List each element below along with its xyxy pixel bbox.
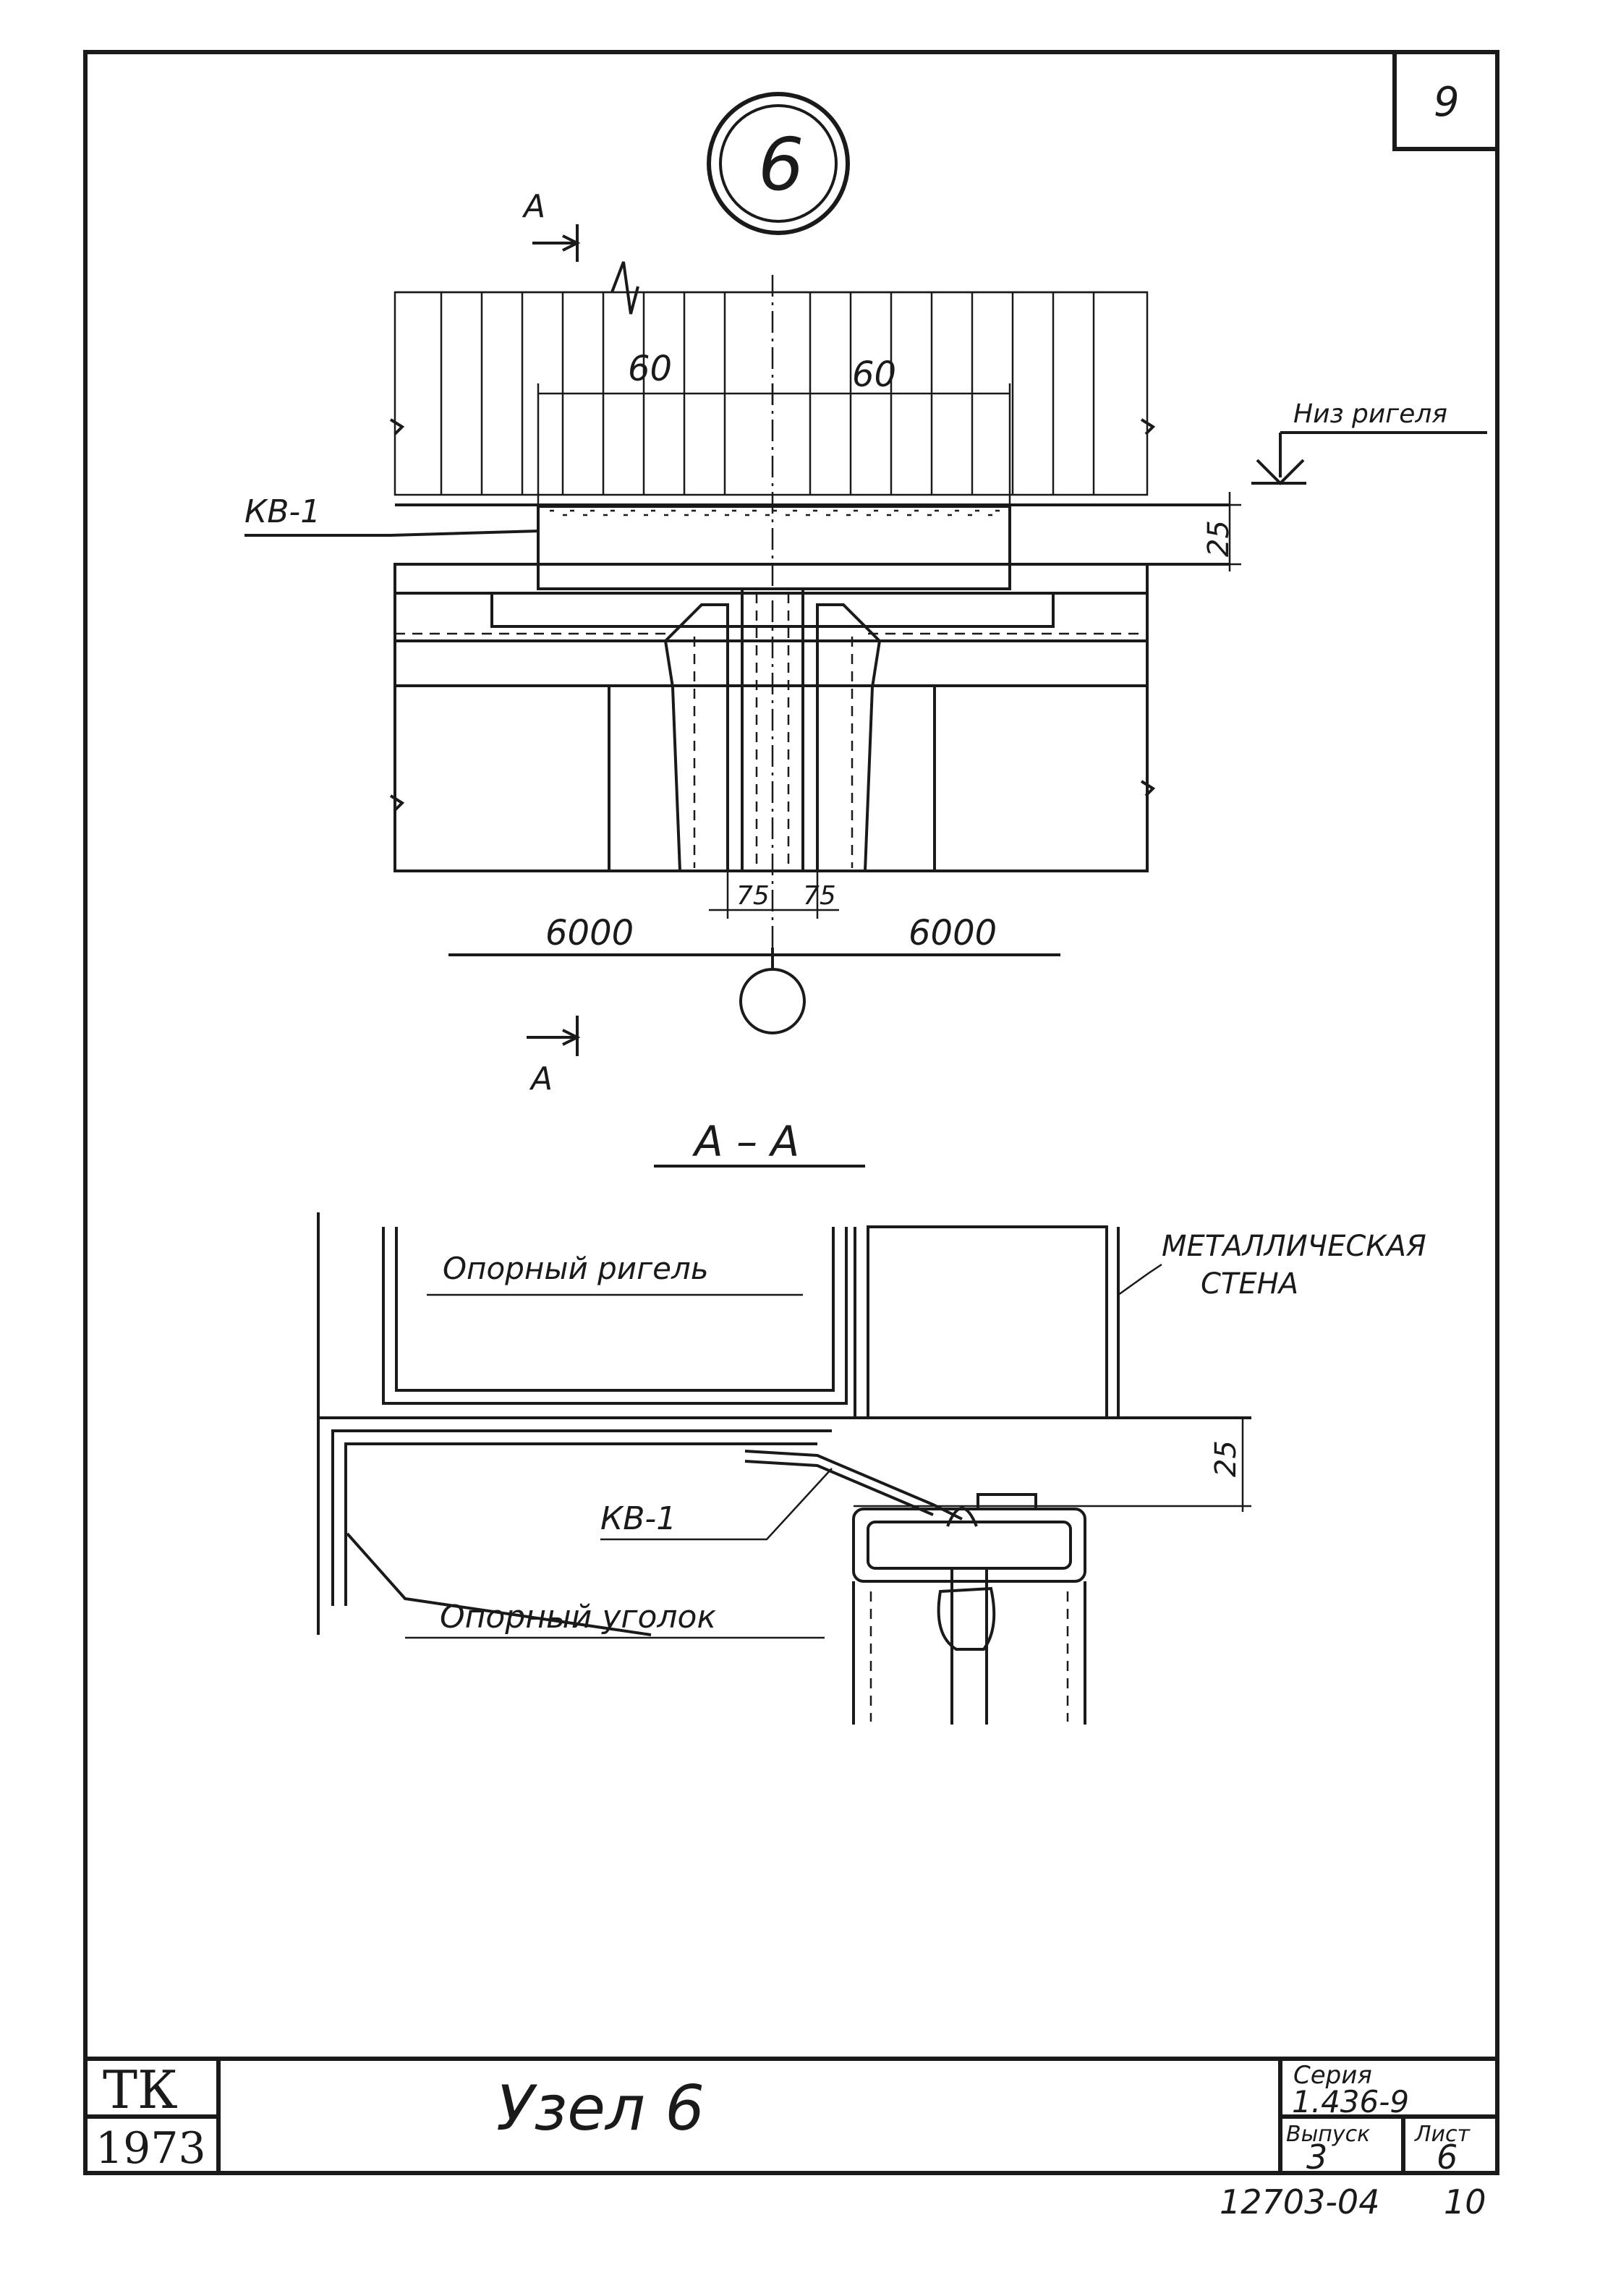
label-support-angle: Опорный уголок (440, 1599, 716, 1636)
dim-75-left: 75 (736, 881, 770, 911)
sheet-label: Лист (1414, 2122, 1471, 2147)
section-mark-top: А (522, 188, 545, 225)
label-support-beam: Опорный ригель (443, 1251, 709, 1286)
issue-label: Выпуск (1286, 2122, 1370, 2147)
dim-60-right: 60 (852, 354, 896, 395)
weld-crosses (550, 509, 1005, 516)
label-kv1-plan: КВ-1 (244, 493, 320, 530)
dim-25-plan: 25 (1202, 520, 1235, 557)
series-label: Серия (1293, 2061, 1372, 2090)
section-title: А – А (692, 1117, 799, 1166)
section-mark-bottom: А (529, 1060, 553, 1097)
label-metal-wall-1: МЕТАЛЛИЧЕСКАЯ (1162, 1230, 1426, 1263)
section-arrow-bottom (527, 1016, 581, 1056)
dim-75-right: 75 (803, 881, 836, 911)
label-kv1-section: КВ-1 (600, 1500, 676, 1537)
label-metal-wall-2: СТЕНА (1201, 1267, 1298, 1301)
plan-view: 60 60 Низ ригеля 25 (244, 261, 1487, 1034)
issue-value: 3 (1306, 2138, 1327, 2177)
section-view: Опорный ригель МЕТАЛЛИЧЕСКАЯ СТЕНА 25 Оп… (317, 1212, 1426, 1725)
sheet-frame (83, 50, 1499, 2175)
title-block (85, 2057, 1497, 2173)
dim-6000-left: 6000 (545, 913, 634, 953)
sheet-value: 6 (1437, 2138, 1458, 2177)
node-marker (707, 92, 850, 235)
series-value: 1.436-9 (1292, 2084, 1409, 2119)
org-year: 1973 (95, 2123, 206, 2174)
dim-6000-right: 6000 (908, 913, 997, 953)
org-top: ТК (103, 2059, 178, 2120)
archive-number: 12703-04 (1220, 2182, 1379, 2221)
archive-page: 10 (1444, 2182, 1486, 2221)
wall-insulation (867, 1225, 1108, 1419)
label-riegel-bottom: Низ ригеля (1293, 399, 1447, 429)
page-number: 9 (1434, 79, 1460, 126)
drawing-title: Узел 6 (496, 2072, 705, 2145)
section-arrow-top (532, 224, 581, 262)
dim-60-left: 60 (628, 349, 672, 389)
axis-bubble (739, 948, 806, 1034)
node-marker-number: 6 (758, 122, 804, 207)
dim-25-section: 25 (1209, 1440, 1243, 1477)
